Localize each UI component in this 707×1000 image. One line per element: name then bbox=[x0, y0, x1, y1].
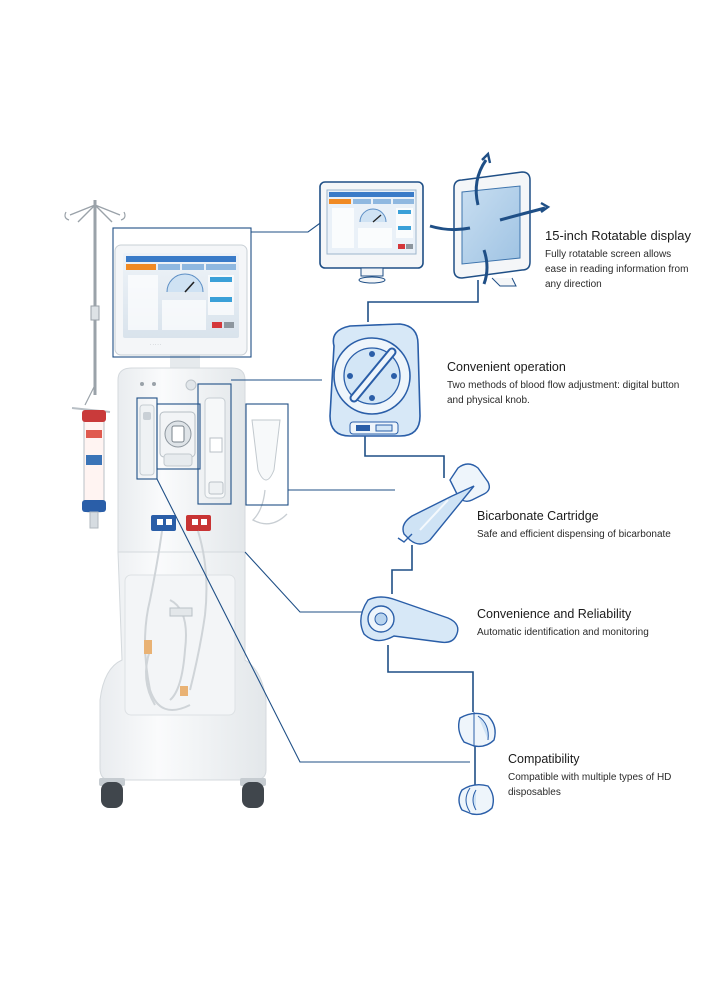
feature-title: Convenient operation bbox=[447, 360, 566, 374]
callout-lines bbox=[112, 212, 470, 763]
feature-title: Bicarbonate Cartridge bbox=[477, 509, 599, 523]
dialyzer bbox=[71, 407, 111, 529]
bicarbonate-cartridge-icon bbox=[397, 463, 491, 545]
feature-bicarbonate-cartridge: Bicarbonate Cartridge Safe and efficient… bbox=[477, 508, 692, 542]
monitor-icon bbox=[319, 181, 424, 284]
feature-convenience-reliability: Convenience and Reliability Automatic id… bbox=[477, 606, 692, 640]
feature-rotatable-display: 15-inch Rotatable display Fully rotatabl… bbox=[545, 228, 695, 292]
feature-compatibility: Compatibility Compatible with multiple t… bbox=[508, 751, 698, 800]
feature-title: Convenience and Reliability bbox=[477, 607, 632, 621]
feature-title: Compatibility bbox=[508, 752, 580, 766]
sensor-clip-icon bbox=[360, 596, 459, 644]
svg-text:· · · · ·: · · · · · bbox=[150, 342, 161, 347]
iv-pole bbox=[64, 200, 126, 406]
feature-description: Safe and efficient dispensing of bicarbo… bbox=[477, 529, 671, 540]
feature-description: Automatic identification and monitoring bbox=[477, 627, 649, 638]
blood-pump-icon bbox=[329, 323, 421, 437]
machine-monitor: · · · · · bbox=[114, 244, 248, 370]
disposable-connector-icon bbox=[457, 712, 496, 816]
feature-description: Two methods of blood flow adjustment: di… bbox=[447, 380, 680, 406]
feature-title: 15-inch Rotatable display bbox=[545, 228, 691, 243]
feature-convenient-operation: Convenient operation Two methods of bloo… bbox=[447, 359, 687, 408]
rotatable-display-icon bbox=[429, 151, 551, 287]
connector-line bbox=[364, 280, 479, 790]
dialysis-machine: · · · · · bbox=[64, 200, 288, 808]
feature-description: Fully rotatable screen allows ease in re… bbox=[545, 249, 689, 290]
feature-description: Compatible with multiple types of HD dis… bbox=[508, 772, 672, 798]
